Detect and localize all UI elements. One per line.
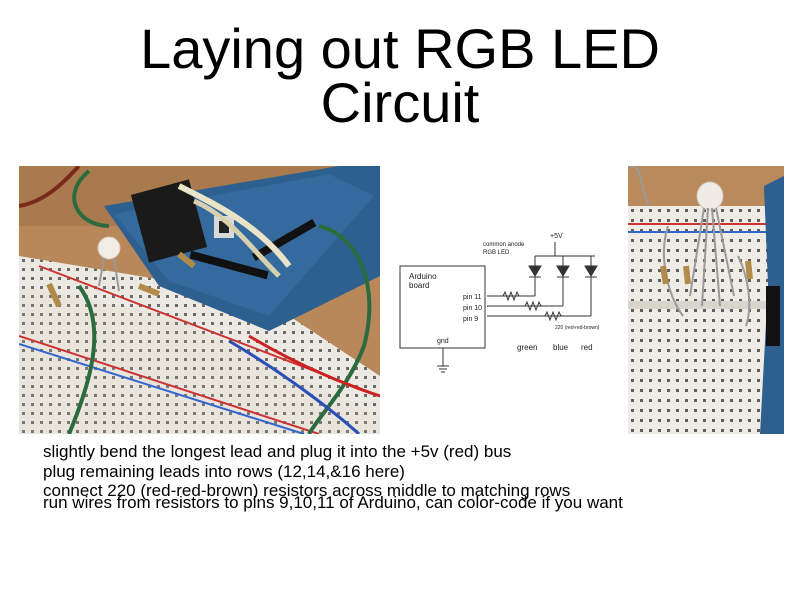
title-line-1: Laying out RGB LED (140, 17, 660, 80)
schematic-blue-label: blue (553, 343, 569, 352)
schematic-resistor-note: 220 (red-red-brown) (555, 325, 600, 331)
bullet-item-4: run wires from resistors to pins 9,10,11… (43, 492, 623, 512)
arduino-breadboard-photo (19, 166, 380, 434)
schematic-red-label: red (581, 343, 593, 352)
rgb-led-schematic: Arduino board pin 11 pin 10 pin 9 gnd +5… (399, 233, 600, 373)
schematic-supply-label: +5V (550, 233, 563, 240)
rgb-led-breadboard-photo (628, 166, 784, 434)
bullet-item-2: plug remaining leads into rows (12,14,&1… (43, 461, 405, 481)
title-line-2: Circuit (320, 71, 480, 134)
schematic-pin-10: pin 10 (463, 305, 482, 312)
schematic-gnd-label: gnd (437, 338, 449, 345)
schematic-board-label-1: Arduino (409, 272, 437, 281)
schematic-pin-11: pin 11 (463, 294, 482, 301)
schematic-led-label-1: common anode (483, 242, 525, 248)
bullet-item-1: slightly bend the longest lead and plug … (43, 442, 512, 461)
schematic-board-label-2: board (409, 281, 429, 290)
schematic-green-label: green (517, 343, 537, 352)
schematic-led-label-2: RGB LED (483, 250, 510, 256)
schematic-pin-9: pin 9 (463, 316, 478, 323)
bullet-item-3: connect 220 (red-red-brown) resistors ac… (43, 481, 571, 500)
slide-title: Laying out RGB LED Circuit (0, 17, 800, 134)
bullet-list: slightly bend the longest lead and plug … (43, 442, 723, 512)
